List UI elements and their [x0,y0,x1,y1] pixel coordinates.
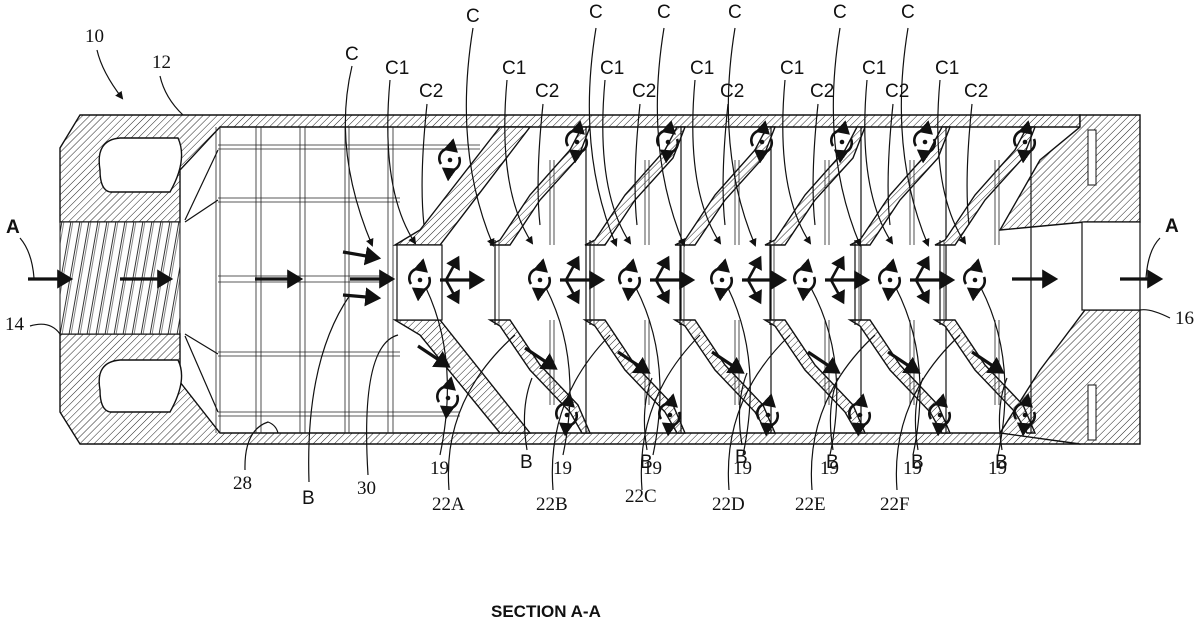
arrow-stage-down-5 [829,279,845,305]
arrow-stage-down-2 [564,279,580,305]
label-flow-c: C [466,6,480,27]
label-flow-c1: C1 [385,58,409,79]
label-flow-c2: C2 [632,81,656,102]
arrow-b-5 [807,350,841,374]
label-flow-c: C [589,2,603,23]
label-flow-c: C [833,2,847,23]
label-stage-22B: 22B [536,494,568,515]
arrow-stage-up-5 [829,255,845,281]
swirl-outer-top-4 [750,120,773,164]
arrow-b-3 [617,350,651,374]
label-stage-22A: 22A [432,494,465,515]
flow-arrows [28,246,1164,374]
arrow-b-7 [971,350,1005,374]
label-stage-22C: 22C [625,486,657,507]
swirl-19-3 [618,258,641,302]
arrow-b-first [342,287,382,307]
arrow-stage-up-3 [654,255,670,281]
label-swirl-19: 19 [430,458,449,479]
label-flow-c1: C1 [600,58,624,79]
label-flow-c1: C1 [935,58,959,79]
arrow-b-6 [887,350,921,374]
label-flow-b-first: B [302,488,315,509]
swirl-outer-bottom-2 [555,393,578,437]
label-flow-c2: C2 [535,81,559,102]
label-flow-c2: C2 [810,81,834,102]
label-flow-b: B [520,452,533,473]
label-flow-c1: C1 [780,58,804,79]
arrow-stage-down-3 [654,279,670,305]
swirl-19-7 [963,258,986,302]
arrow-stage-down-6 [914,279,930,305]
label-flow-b: B [826,452,839,473]
label-inlet: 14 [5,314,25,335]
label-flow-b: B [640,452,653,473]
label-section-a-right: A [1165,216,1179,237]
swirl-19-2 [528,258,551,302]
label-swirl-19: 19 [643,458,662,479]
housing-right-top [998,114,1141,231]
arrow-b-4 [711,350,745,374]
figure-caption: SECTION A-A [491,602,601,621]
label-flow-c1: C1 [502,58,526,79]
label-flow-c2: C2 [964,81,988,102]
label-flow-b: B [911,452,924,473]
label-flow-b: B [995,452,1008,473]
label-stage-22D: 22D [712,494,745,515]
label-flow-c2: C2 [419,81,443,102]
label-section-a-left: A [6,217,20,238]
label-stage-22E: 22E [795,494,826,515]
label-swirl-19: 19 [553,458,572,479]
arrow-stage-up-4 [746,255,762,281]
swirl-19-5 [793,258,816,302]
housing [59,114,1141,445]
label-flow-c: C [901,2,915,23]
label-cone: 30 [357,478,376,499]
swirl-19-6 [878,258,901,302]
swirl-outer-bottom-6 [928,393,951,437]
arrow-stage-up-1 [444,255,460,281]
arrow-stage-up-2 [564,255,580,281]
arrow-stage-down-4 [746,279,762,305]
label-flow-c1: C1 [862,58,886,79]
label-outlet: 16 [1175,308,1194,329]
label-stage-22F: 22F [880,494,910,515]
screen-grid [184,127,480,433]
label-swirl-19: 19 [988,458,1007,479]
label-flow-c1: C1 [690,58,714,79]
swirl-outer-bottom-3 [658,393,681,437]
arrow-stage-up-6 [914,255,930,281]
swirl-outer-bottom-7 [1013,393,1036,437]
swirl-outer-top-7 [1013,120,1036,164]
swirl-outer-top-3 [656,120,679,164]
arrow-b-2 [524,346,558,370]
label-housing: 12 [152,52,171,73]
label-flow-c: C [345,44,359,65]
label-swirl-19: 19 [903,458,922,479]
swirl-markers [408,120,1036,437]
arrow-b-1 [417,344,451,368]
cavity-bottom [98,359,183,413]
leader-lines [344,27,1008,491]
swirl-outer-top-6 [913,120,936,164]
swirl-outer-top-2 [565,120,588,164]
swirl-outer-bottom-4 [756,393,779,437]
label-flow-c2: C2 [720,81,744,102]
swirl-outer-bottom-5 [848,393,871,437]
label-swirl-19: 19 [733,458,752,479]
arrow-c-first [342,246,382,266]
label-flow-c: C [657,2,671,23]
swirl-outer-top-5 [830,120,853,164]
label-screen: 28 [233,473,252,494]
label-assembly: 10 [85,26,104,47]
label-flow-c2: C2 [885,81,909,102]
cavity-top [98,137,183,193]
swirl-outer-top-1 [438,138,461,182]
label-flow-b: B [735,447,748,468]
label-swirl-19: 19 [820,458,839,479]
swirl-19-4 [710,258,733,302]
label-flow-c: C [728,2,742,23]
arrow-stage-down-1 [444,279,460,305]
